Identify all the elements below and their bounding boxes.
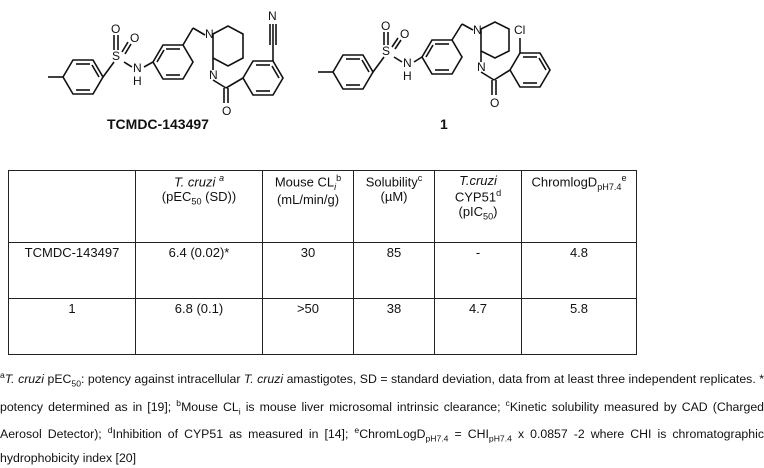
table-row: TCMDC-143497 6.4 (0.02)* 30 85 - 4.8 (8, 242, 637, 299)
left-pip-n1: N (205, 27, 214, 41)
right-o2-atom: O (400, 27, 409, 41)
left-pip-n2: N (209, 68, 218, 82)
cell-chromlogd: 5.8 (521, 298, 637, 355)
table-footnote: aT. cruzi pEC50: potency against intrace… (0, 370, 764, 465)
left-o1-atom: O (111, 22, 120, 36)
compound-label-left: TCMDC-143497 (107, 116, 209, 132)
right-s-atom: S (382, 44, 390, 58)
data-table: T. cruzi a (pEC50 (SD)) Mouse CLib (mL/m… (8, 170, 637, 355)
cell-mouse-cl: 30 (262, 242, 354, 299)
cell-tcruzi: 6.4 (0.02)* (135, 242, 263, 299)
header-cyp51: T.cruzi CYP51d (pIC50) (434, 170, 522, 243)
cell-cyp51: 4.7 (434, 298, 522, 355)
left-nh-n: N (133, 61, 142, 75)
cell-solubility: 38 (353, 298, 435, 355)
left-o2-atom: O (130, 31, 139, 45)
left-nitrile-n: N (268, 9, 277, 23)
header-tcruzi: T. cruzi a (pEC50 (SD)) (135, 170, 263, 243)
cell-solubility: 85 (353, 242, 435, 299)
right-nh-h: H (403, 69, 412, 83)
cell-cyp51: - (434, 242, 522, 299)
cell-tcruzi: 6.8 (0.1) (135, 298, 263, 355)
cell-compound: 1 (8, 298, 136, 355)
chemical-structures: S O O N H N N O N S O O N H N N O Cl (48, 9, 551, 118)
cell-mouse-cl: >50 (262, 298, 354, 355)
right-nh-n: N (403, 56, 412, 70)
cell-chromlogd: 4.8 (521, 242, 637, 299)
cell-compound: TCMDC-143497 (8, 242, 136, 299)
left-nh-h: H (133, 74, 142, 88)
left-molecule (48, 24, 284, 103)
header-compound (8, 170, 136, 243)
header-mouse-cl: Mouse CLib (mL/min/g) (262, 170, 354, 243)
right-o1-atom: O (381, 19, 390, 33)
right-pip-n1: N (473, 23, 482, 37)
right-pip-n2: N (477, 60, 486, 74)
compound-label-right: 1 (440, 116, 448, 132)
header-row: T. cruzi a (pEC50 (SD)) Mouse CLib (mL/m… (8, 170, 637, 243)
header-solubility: Solubilityc (µM) (353, 170, 435, 243)
right-carbonyl-o: O (490, 96, 499, 110)
right-molecule (318, 21, 551, 95)
table-row: 1 6.8 (0.1) >50 38 4.7 5.8 (8, 298, 637, 355)
right-chloro: Cl (514, 23, 525, 37)
left-carbonyl-o: O (222, 104, 231, 118)
left-s-atom: S (112, 49, 120, 63)
header-chromlogd: ChromlogDpH7.4e (521, 170, 637, 243)
